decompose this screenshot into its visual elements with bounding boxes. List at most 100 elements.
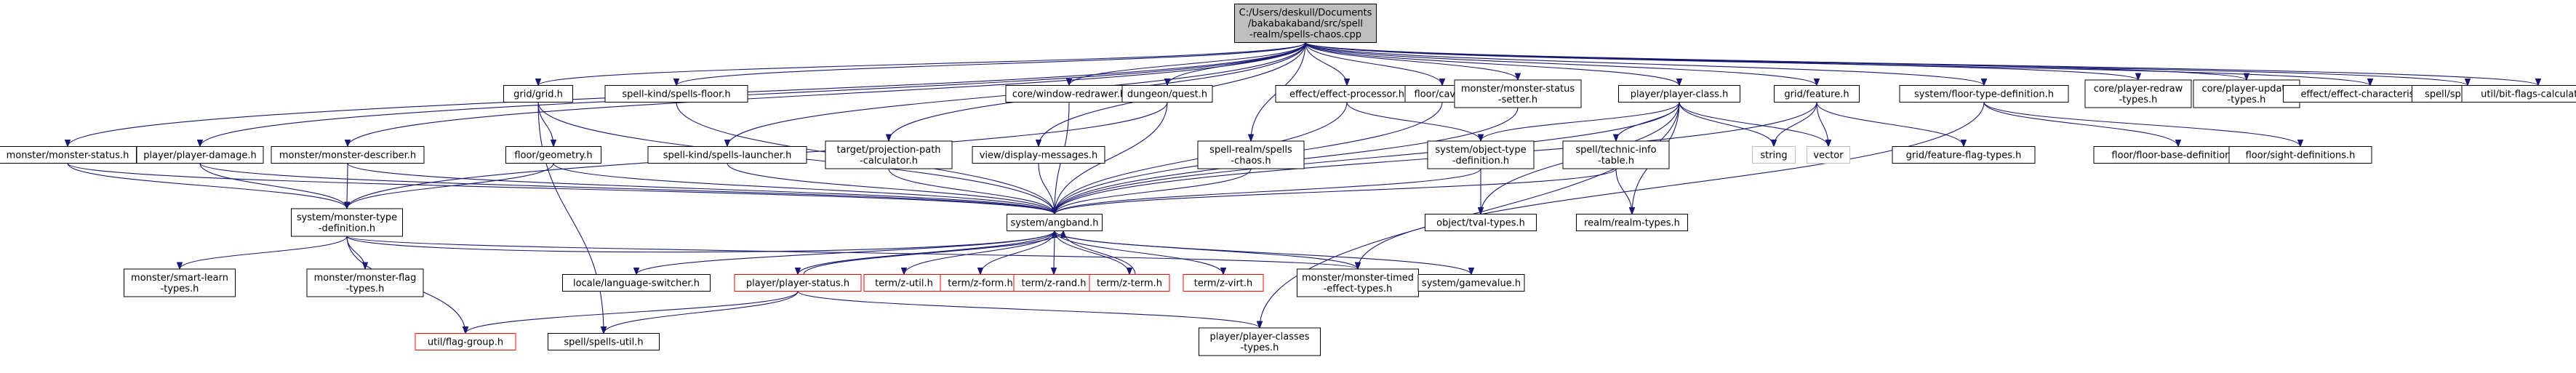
node-monster-describer[interactable]: monster/monster-describer.h — [271, 146, 425, 164]
node-monster-flag-types[interactable]: monster/monster-flag-types.h — [306, 268, 424, 297]
node-gamevalue[interactable]: system/gamevalue.h — [1417, 274, 1525, 292]
node-label: term/z-term.h — [1097, 278, 1162, 289]
node-label: system/monster-type — [297, 212, 397, 223]
edge-line — [347, 163, 1055, 214]
node-box — [1454, 79, 1582, 108]
node-label: -types.h — [2119, 95, 2158, 105]
node-spells-launcher[interactable]: spell-kind/spells-launcher.h — [647, 146, 807, 164]
edge-arrowhead — [2297, 140, 2304, 148]
edge-player-class-to-object-type-def — [1477, 102, 1680, 143]
edge-line — [1357, 102, 1985, 270]
node-language-switcher[interactable]: locale/language-switcher.h — [562, 274, 711, 292]
node-monster-status-setter[interactable]: monster/monster-status-setter.h — [1454, 79, 1582, 108]
edge-line — [1305, 42, 2468, 86]
node-label: monster/monster-describer.h — [279, 151, 416, 161]
edge-arrowhead — [2243, 73, 2250, 81]
node-floor-base-defs[interactable]: floor/floor-base-definitions.h — [2093, 146, 2263, 164]
node-monster-timed-effect[interactable]: monster/monster-timed-effect-types.h — [1297, 268, 1419, 297]
node-label: C:/Users/deskull/Documents — [1239, 8, 1372, 19]
node-grid-feature[interactable]: grid/feature.h — [1774, 85, 1860, 103]
node-flag-group[interactable]: util/flag-group.h — [415, 333, 516, 350]
edge-arrowhead — [1065, 79, 1073, 87]
edge-line — [1063, 230, 1136, 275]
node-label: player/player-class.h — [1631, 89, 1729, 100]
node-string[interactable]: string — [1752, 146, 1796, 164]
edge-line — [1305, 42, 2539, 86]
edge-root-to-player-damage — [196, 42, 1306, 148]
edge-line — [346, 230, 1055, 253]
edge-line — [346, 163, 554, 209]
node-box — [734, 274, 862, 292]
node-player-damage[interactable]: player/player-damage.h — [136, 146, 264, 164]
node-label: -chaos.h — [1231, 156, 1271, 167]
edge-angband-to-z-term — [1054, 230, 1133, 276]
node-label: grid/feature-flag-types.h — [1906, 151, 2022, 161]
edge-line — [1038, 163, 1055, 214]
node-z-virt[interactable]: term/z-virt.h — [1183, 274, 1264, 292]
node-grid-grid[interactable]: grid/grid.h — [503, 85, 573, 103]
node-player-status[interactable]: player/player-status.h — [734, 274, 862, 292]
edge-line — [1054, 230, 1224, 275]
node-effect-processor[interactable]: effect/effect-processor.h — [1275, 85, 1419, 103]
node-box — [1417, 274, 1525, 292]
node-z-term[interactable]: term/z-term.h — [1089, 274, 1170, 292]
node-label: view/display-messages.h — [980, 151, 1098, 161]
edge-line — [199, 42, 1306, 147]
node-label: core/player-redraw — [2094, 84, 2183, 95]
node-monster-type-def[interactable]: system/monster-type-definition.h — [291, 208, 403, 237]
edge-line — [346, 236, 366, 270]
edge-player-class-to-string — [1679, 102, 1777, 148]
node-spells-util[interactable]: spell/spells-util.h — [548, 333, 660, 350]
node-box — [1089, 274, 1170, 292]
edge-root-to-grid-grid — [535, 42, 1306, 87]
node-vector[interactable]: vector — [1807, 146, 1850, 164]
node-realm-chaos[interactable]: spell-realm/spells-chaos.h — [1197, 140, 1305, 169]
node-feature-flag-types[interactable]: grid/feature-flag-types.h — [1892, 146, 2036, 164]
node-box — [124, 268, 236, 297]
node-box — [1197, 140, 1305, 169]
node-display-messages[interactable]: view/display-messages.h — [972, 146, 1105, 164]
node-label: -realm/spells-chaos.cpp — [1249, 30, 1361, 41]
edge-arrowhead — [1770, 140, 1777, 148]
node-player-redraw-types[interactable]: core/player-redraw-types.h — [2084, 79, 2192, 108]
edge-line — [803, 230, 1064, 275]
node-box — [1576, 214, 1688, 231]
node-label: term/z-form.h — [948, 278, 1012, 289]
edge-line — [1983, 102, 2301, 147]
edge-line — [727, 163, 1055, 214]
node-dungeon-quest[interactable]: dungeon/quest.h — [1121, 85, 1213, 103]
node-monster-status[interactable]: monster/monster-status.h — [0, 146, 137, 164]
node-player-class[interactable]: player/player-class.h — [1618, 85, 1740, 103]
node-window-redrawer[interactable]: core/window-redrawer.h — [1005, 85, 1133, 103]
node-z-form[interactable]: term/z-form.h — [940, 274, 1021, 292]
node-technic-info-table[interactable]: spell/technic-info-table.h — [1562, 140, 1670, 169]
node-box — [1121, 85, 1213, 103]
node-projection-path[interactable]: target/projection-path-calculator.h — [825, 140, 953, 169]
node-box — [1774, 85, 1860, 103]
edge-line — [67, 163, 1055, 214]
node-floor-geometry[interactable]: floor/geometry.h — [505, 146, 601, 164]
node-realm-types[interactable]: realm/realm-types.h — [1576, 214, 1688, 231]
node-bit-flags-calculator[interactable]: util/bit-flags-calculator.h — [2461, 85, 2576, 103]
node-smart-learn[interactable]: monster/smart-learn-types.h — [124, 268, 236, 297]
node-root[interactable]: C:/Users/deskull/Documents/bakabakaband/… — [1234, 4, 1377, 43]
edge-arrowhead — [1628, 207, 1636, 215]
node-sight-defs[interactable]: floor/sight-definitions.h — [2228, 146, 2372, 164]
node-object-type-def[interactable]: system/object-type-definition.h — [1427, 140, 1535, 169]
node-z-rand[interactable]: term/z-rand.h — [1013, 274, 1095, 292]
edge-line — [1054, 168, 1481, 214]
node-tval-types[interactable]: object/tval-types.h — [1425, 214, 1537, 231]
node-player-update-types[interactable]: core/player-update-types.h — [2193, 79, 2300, 108]
node-label: term/z-virt.h — [1194, 278, 1253, 289]
edge-line — [1346, 102, 1481, 142]
node-spells-floor[interactable]: spell-kind/spells-floor.h — [604, 85, 748, 103]
node-floor-type-def[interactable]: system/floor-type-definition.h — [1899, 85, 2069, 103]
edge-line — [797, 230, 1055, 275]
edge-arrowhead — [64, 140, 71, 148]
edge-arrowhead — [1960, 140, 1967, 148]
node-angband[interactable]: system/angband.h — [1007, 214, 1103, 231]
node-label: term/z-util.h — [875, 278, 933, 289]
edge-arrowhead — [1164, 79, 1171, 87]
node-player-classes-types[interactable]: player/player-classes-types.h — [1199, 327, 1321, 356]
node-z-util[interactable]: term/z-util.h — [863, 274, 945, 292]
